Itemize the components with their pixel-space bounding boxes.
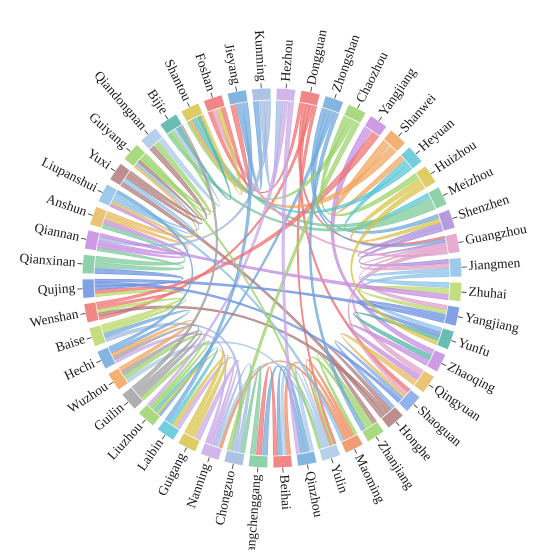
node-label-beihai: Beihai	[277, 474, 294, 510]
node-label-hezhou: Hezhou	[278, 39, 296, 82]
node-tick	[379, 117, 382, 121]
node-tick	[187, 102, 189, 107]
node-label-qiannan: Qiannan	[33, 220, 81, 244]
node-tick	[452, 217, 457, 219]
node-tick	[431, 171, 435, 174]
node-tick	[399, 133, 402, 137]
node-label-qinzhou: Qinzhou	[303, 470, 326, 519]
node-tick	[236, 86, 237, 91]
node-tick	[396, 422, 399, 426]
node-tick	[111, 168, 115, 171]
node-arc-beihai	[273, 455, 293, 468]
node-tick	[459, 242, 464, 243]
node-label-yunfu: Yunfu	[456, 335, 492, 360]
node-label-jieyang: Jieyang	[222, 42, 244, 86]
node-label-dongguan: Dongguan	[303, 28, 329, 86]
node-label-shenzhen: Shenzhen	[456, 191, 511, 222]
node-label-meizhou: Meizhou	[446, 163, 496, 197]
node-tick	[162, 435, 165, 439]
node-tick	[416, 151, 420, 154]
node-label-guigang: Guigang	[154, 450, 188, 498]
node-arc-qujing	[82, 279, 95, 299]
node-tick	[414, 405, 418, 408]
node-label-bijie: Bijie	[144, 86, 171, 116]
node-tick	[88, 214, 93, 216]
node-label-yulin: Yulin	[328, 462, 351, 495]
node-label-anshun: Anshun	[44, 191, 89, 219]
node-tick	[335, 94, 337, 99]
node-label-shantou: Shantou	[162, 57, 195, 104]
node-tick	[332, 458, 334, 463]
node-label-hechi: Hechi	[62, 355, 98, 383]
node-label-qujing: Qujing	[37, 280, 76, 297]
node-tick	[80, 313, 85, 314]
node-tick	[145, 130, 148, 134]
node-label-maoming: Maoming	[352, 452, 388, 506]
node-tick	[142, 420, 145, 424]
node-label-wenshan: Wenshan	[29, 306, 80, 330]
node-label-zhongshan: Zhongshan	[329, 32, 363, 94]
node-label-yangjiang: Yangjiang	[464, 309, 521, 335]
node-tick	[442, 364, 446, 366]
node-tick	[211, 93, 213, 98]
node-label-foshan: Foshan	[192, 51, 219, 93]
node-tick	[87, 338, 92, 340]
node-tick	[98, 190, 102, 192]
node-label-jiangmen: Jiangmen	[468, 255, 521, 273]
chord-links	[94, 100, 450, 456]
node-tick	[451, 341, 456, 343]
node-tick	[311, 87, 312, 92]
node-tick	[355, 449, 357, 454]
node-label-honghe: Honghe	[396, 421, 435, 463]
node-arc-qianxinan	[82, 254, 95, 274]
node-label-heyuan: Heyuan	[415, 115, 457, 154]
node-tick	[109, 382, 113, 385]
node-tick	[184, 448, 186, 452]
node-tick	[443, 193, 448, 195]
node-tick	[96, 361, 101, 363]
node-label-zhuhai: Zhuhai	[468, 284, 507, 302]
node-label-huizhou: Huizhou	[432, 137, 479, 175]
node-arc-zhuhai	[449, 282, 462, 302]
node-label-nanning: Nanning	[183, 461, 213, 510]
node-label-baise: Baise	[54, 331, 87, 355]
node-label-guangzhou: Guangzhou	[464, 221, 528, 247]
node-tick	[81, 238, 86, 239]
node-tick	[376, 437, 379, 441]
node-arc-jiangmen	[449, 257, 462, 277]
node-arc-hezhou	[276, 88, 296, 101]
node-tick	[232, 464, 233, 469]
node-tick	[429, 385, 433, 388]
node-tick	[307, 465, 308, 470]
node-label-kunming: Kunming	[252, 30, 270, 82]
node-label-guilin: Guilin	[91, 400, 127, 434]
node-tick	[208, 457, 210, 462]
node-tick	[165, 115, 168, 119]
node-tick	[458, 317, 463, 318]
node-tick	[358, 104, 360, 108]
node-arc-fangchenggang	[248, 455, 268, 468]
node-tick	[127, 148, 131, 151]
node-label-laibin: Laibin	[134, 436, 166, 474]
node-label-fangchenggang: Fangchenggang	[242, 474, 263, 550]
node-label-qianxinan: Qianxinan	[19, 250, 76, 269]
node-label-chongzuo: Chongzuo	[212, 469, 238, 527]
node-arc-kunming	[251, 88, 271, 101]
node-label-yuxi: Yuxi	[85, 145, 115, 172]
node-tick	[124, 402, 128, 405]
